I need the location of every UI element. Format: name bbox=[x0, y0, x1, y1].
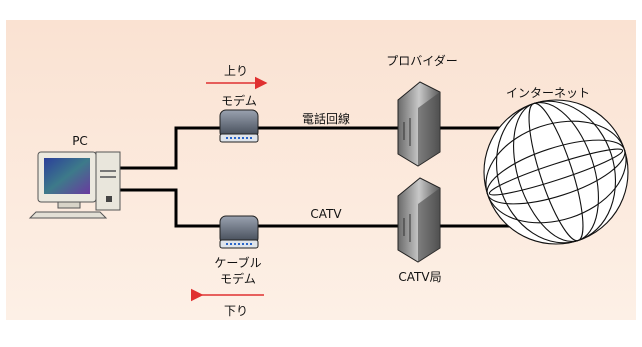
pc-label: PC bbox=[72, 134, 88, 148]
cable-modem-label-line1: ケーブル bbox=[214, 254, 261, 271]
internet-label: インターネット bbox=[506, 84, 590, 101]
phone-line-label: 電話回線 bbox=[302, 110, 350, 127]
modem-label: モデム bbox=[221, 92, 257, 109]
provider-building-icon bbox=[398, 82, 440, 166]
provider-label: プロバイダー bbox=[386, 52, 458, 69]
catv-line-label: CATV bbox=[310, 207, 341, 221]
catv-station-building-icon bbox=[398, 178, 440, 262]
cable-modem-icon bbox=[220, 216, 258, 248]
catv-station-label: CATV局 bbox=[398, 268, 441, 285]
upstream-label: 上り bbox=[224, 62, 248, 79]
cable-modem-label-line2: モデム bbox=[220, 270, 256, 287]
downstream-label: 下り bbox=[224, 302, 248, 319]
modem-icon bbox=[220, 110, 258, 142]
